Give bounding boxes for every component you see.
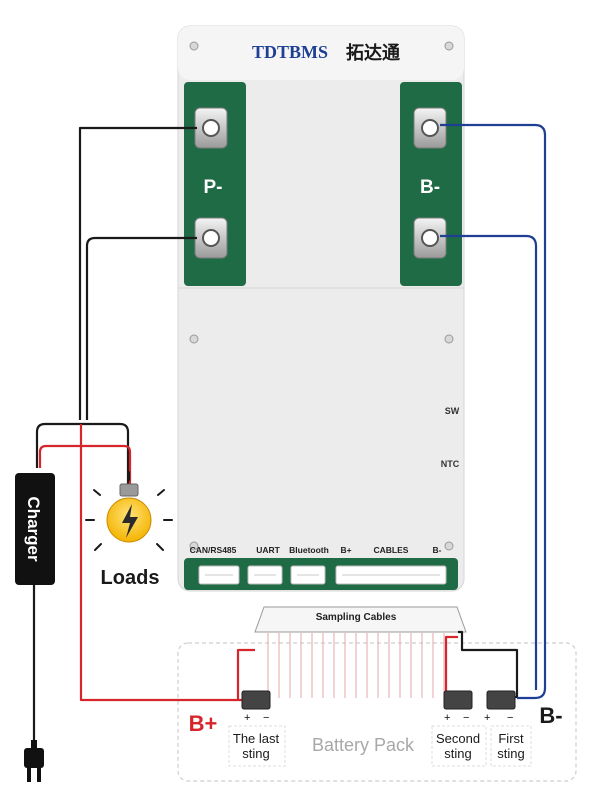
battery-pack-outline [177, 642, 577, 782]
cell-second-minus: − [463, 712, 469, 724]
lightning-icon [122, 504, 138, 538]
brand-cjk: 拓达通 [346, 42, 400, 64]
cell-first: + − [484, 690, 516, 724]
b-minus-bolt-top [413, 107, 447, 149]
brand-latin: TDTBMS [252, 42, 328, 62]
lightbulb-icon [85, 471, 173, 551]
cell-first-name-line2: sting [497, 746, 524, 761]
ntc-label: NTC [441, 459, 460, 469]
loads-label: Loads [101, 567, 160, 589]
cell-second-name-line2: sting [444, 746, 471, 761]
battery-pack-label: Battery Pack [312, 735, 415, 755]
plug-icon [24, 740, 44, 782]
cell-second-name-line1: Second [436, 731, 480, 746]
red-wires [38, 424, 458, 702]
port-label-cables: CABLES [374, 545, 409, 555]
sampling-cables-label: Sampling Cables [316, 612, 397, 623]
p-minus-label: P- [204, 177, 223, 198]
port-label-uart: UART [256, 545, 280, 555]
port-label-b-minus: B- [433, 545, 442, 555]
pack-b-minus-label: B- [539, 703, 562, 728]
screw-icon [444, 541, 454, 551]
sw-label: SW [445, 406, 460, 416]
blue-wires [440, 123, 547, 700]
sampling-wires [267, 633, 445, 698]
port-label-bluetooth: Bluetooth [289, 545, 329, 555]
cell-last-name-line1: The last [233, 731, 280, 746]
pack-b-plus-label: B+ [189, 711, 218, 736]
cell-last-plus: + [244, 712, 250, 724]
p-minus-bolt-top [194, 107, 228, 149]
port-label-b-plus: B+ [340, 545, 351, 555]
cell-last-name-line2: sting [242, 746, 269, 761]
cell-second: + − [443, 690, 473, 724]
sampling-cables-bar [254, 606, 467, 633]
cell-last: + − [241, 690, 271, 724]
cell-first-name-line1: First [498, 731, 524, 746]
b-minus-label: B- [420, 177, 440, 198]
port-label-can-rs485: CAN/RS485 [190, 545, 237, 555]
cell-second-plus: + [444, 712, 450, 724]
screw-icon [444, 334, 454, 344]
screw-icon [444, 41, 454, 51]
cell-first-plus: + [484, 712, 490, 724]
p-minus-bolt-bottom [194, 217, 228, 259]
charger-label: Charger [24, 496, 43, 562]
b-minus-bolt-bottom [413, 217, 447, 259]
screw-icon [189, 334, 199, 344]
charger: Charger [15, 473, 55, 585]
screw-icon [189, 41, 199, 51]
cell-last-minus: − [263, 712, 269, 724]
cell-first-minus: − [507, 712, 513, 724]
screw-icon [189, 541, 199, 551]
black-wires [32, 126, 519, 742]
